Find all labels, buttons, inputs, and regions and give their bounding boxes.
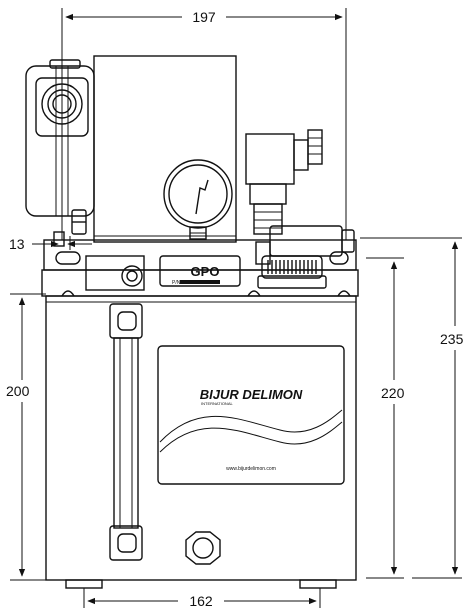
dim-label-162: 162: [189, 593, 213, 609]
dim-label-235: 235: [440, 331, 464, 347]
tank-feet: [65, 579, 337, 589]
gpo-label-plate: GPO P/N: [159, 255, 241, 287]
reservoir-fitting: [71, 209, 87, 235]
dimension-top-width: 197: [61, 8, 347, 240]
tank-body: [45, 295, 357, 581]
reservoir-bottle: [25, 59, 95, 217]
pressure-gauge: [163, 159, 233, 240]
level-sight-tube: [109, 303, 143, 561]
dimension-inner-height: 220: [366, 257, 405, 579]
drain-plug: [185, 531, 221, 565]
brand-name: BIJUR DELIMON: [200, 387, 303, 402]
dim-label-197: 197: [192, 9, 216, 25]
dimension-total-height: 235: [360, 237, 464, 579]
dim-label-13: 13: [9, 236, 25, 252]
electrical-connector: [245, 129, 323, 235]
filler-cap: [257, 255, 327, 289]
pump-model-label: GPO: [191, 264, 220, 279]
solenoid-valve: [255, 225, 355, 265]
brand-plate: BIJUR DELIMON INTERNATIONAL www.bijurdel…: [157, 345, 345, 485]
pn-label: P/N: [172, 280, 181, 286]
dimension-left-offset: 13: [9, 236, 92, 252]
dim-label-200: 200: [6, 383, 30, 399]
dimension-bottom-width: 162: [83, 588, 321, 609]
brand-subtitle: INTERNATIONAL: [201, 401, 233, 406]
brand-website: www.bijurdelimon.com: [226, 466, 276, 472]
dim-label-220: 220: [381, 385, 405, 401]
dimension-left-height: 200: [6, 293, 46, 581]
motor-housing: [93, 55, 237, 243]
